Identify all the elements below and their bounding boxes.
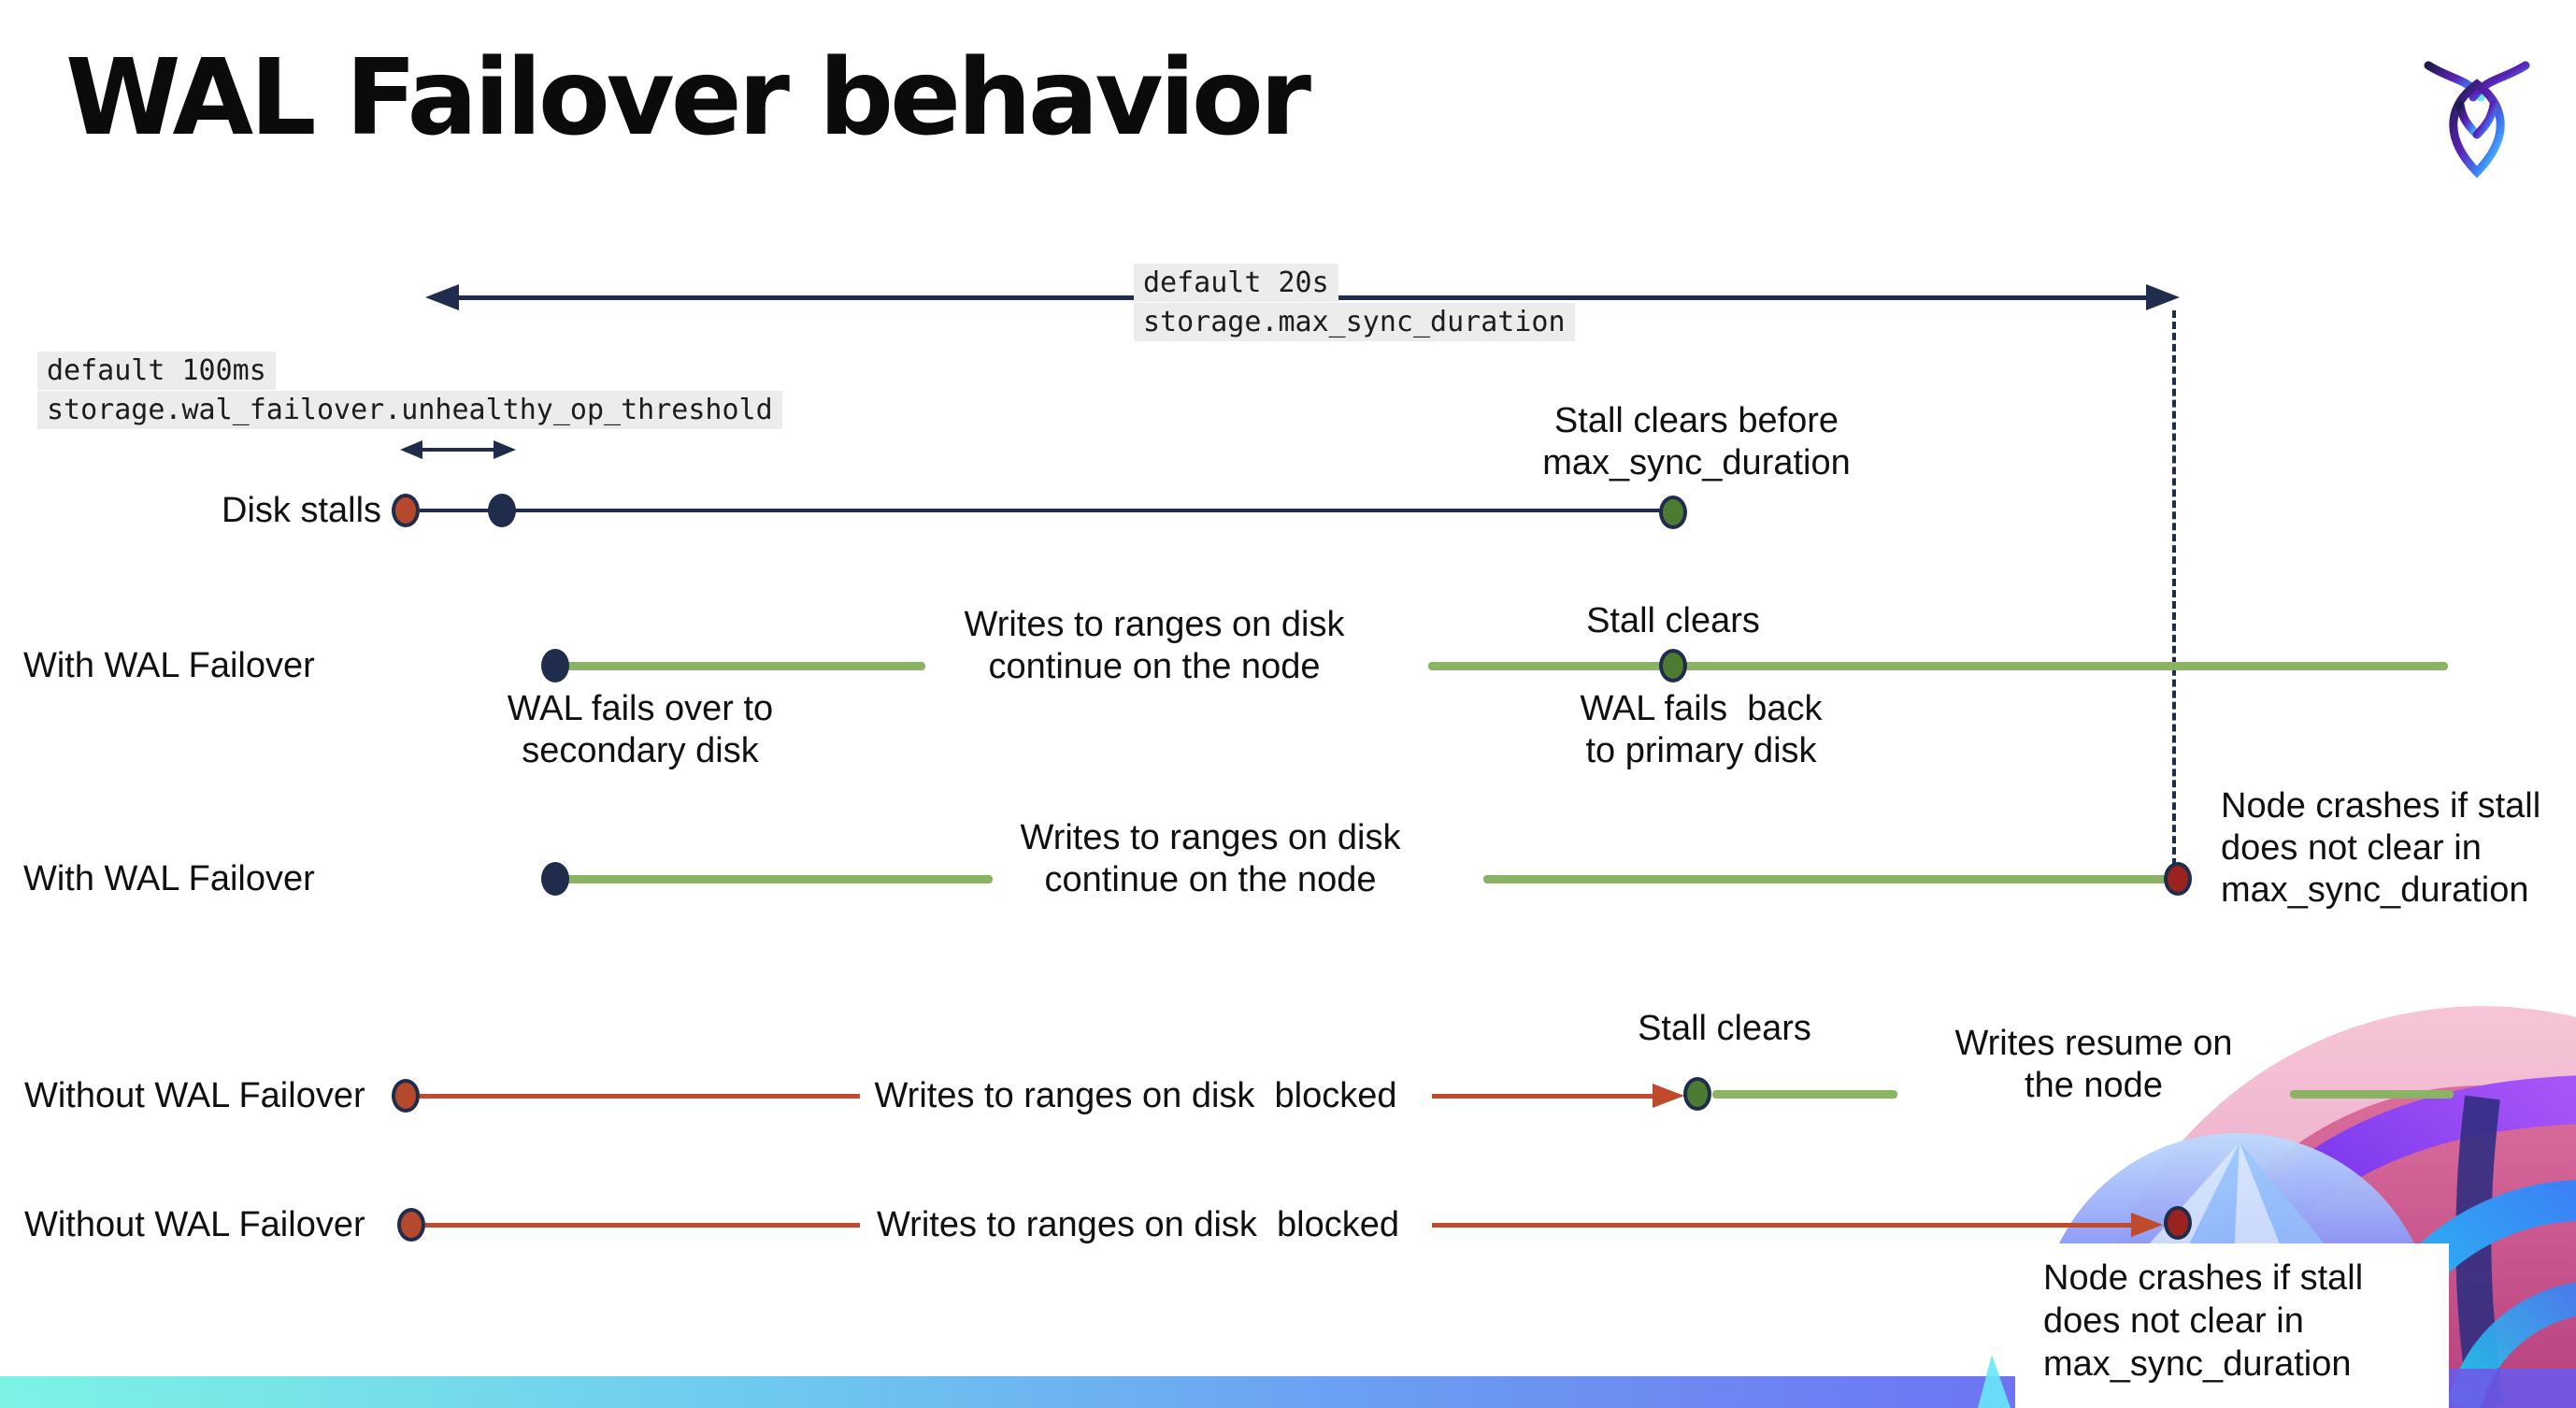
stall-clears-text-2: Stall clears [1638,1009,1811,1048]
writes-blocked-line-4b [1432,1094,1656,1099]
row-label-without-wal-2: Without WAL Failover [24,1205,365,1244]
threshold-arrow-left-head-icon [400,440,422,459]
red-arrow-head-icon-1 [1653,1084,1684,1108]
max-sync-setting-label: storage.max_sync_duration [1134,303,1575,341]
stall-start-dot-row5 [397,1208,425,1242]
arrow-right-head-icon [2146,284,2180,310]
row-label-with-wal-2: With WAL Failover [23,859,315,898]
stall-start-dot-row4 [392,1079,420,1113]
stall-clears-text-1: Stall clears [1586,601,1760,640]
writes-blocked-line-4a [420,1094,860,1099]
unhealthy-op-setting-label: storage.wal_failover.unhealthy_op_thresh… [37,391,782,429]
max-sync-default-label: default 20s [1134,264,1338,302]
row-label-with-wal-1: With WAL Failover [23,646,315,685]
page-title: WAL Failover behavior [65,37,1311,159]
disk-stall-timeline [420,509,1663,512]
writes-continue-line-1a [561,662,925,670]
cockroachdb-logo-icon [2424,61,2530,179]
unhealthy-op-default-label: default 100ms [37,352,276,390]
stall-clears-dot-row4 [1683,1077,1711,1111]
writes-continue-line-2a [561,875,993,884]
writes-continue-line-1b [1428,662,2448,670]
red-arrow-head-icon-2 [2131,1213,2163,1237]
row-label-without-wal-1: Without WAL Failover [24,1076,365,1115]
node-crash-dot-2 [2164,1206,2192,1240]
writes-blocked-text-2: Writes to ranges on disk blocked [876,1205,1399,1244]
failover-threshold-dot [488,494,516,527]
max-sync-dashed-dropline [2172,310,2176,866]
node-crash-dot-1 [2164,862,2192,896]
writes-blocked-line-5b [1432,1223,2135,1228]
threshold-arrow-right-head-icon [494,440,516,459]
writes-blocked-line-5a [425,1223,860,1228]
arrow-left-head-icon [425,284,459,310]
node-crash-callout-box [2015,1243,2449,1408]
row-label-disk-stalls: Disk stalls [222,491,382,530]
threshold-arrow-line [415,448,501,452]
wal-failover-dot-2 [541,862,569,896]
writes-resume-line-4a [1712,1090,1897,1099]
writes-continue-line-2b [1483,875,2167,884]
stall-start-dot [392,494,420,527]
stall-clears-dot [1659,496,1687,529]
writes-resume-line-4b [2290,1090,2454,1099]
writes-blocked-text-1: Writes to ranges on disk blocked [874,1076,1397,1115]
stall-clears-dot-row2 [1659,649,1687,682]
wal-failover-dot-1 [541,649,569,682]
